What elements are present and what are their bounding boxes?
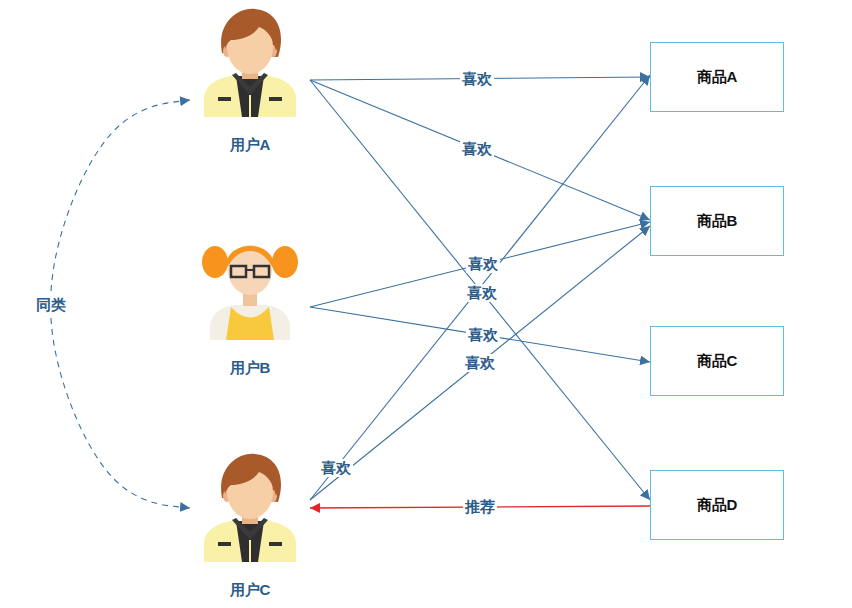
product-name: 商品C bbox=[697, 351, 738, 371]
edge-label: 喜欢 bbox=[460, 140, 494, 158]
product-box: 商品D bbox=[650, 470, 784, 540]
user-name: 用户C bbox=[230, 580, 271, 600]
user-node: 用户C bbox=[190, 450, 310, 600]
relation-arrow bbox=[310, 80, 650, 220]
product-name: 商品A bbox=[697, 67, 738, 87]
edge-label: 喜欢 bbox=[319, 459, 353, 477]
relation-arrow bbox=[310, 226, 650, 500]
relation-arrow bbox=[310, 222, 650, 307]
user-avatar bbox=[204, 454, 296, 562]
edge-label: 喜欢 bbox=[466, 255, 500, 273]
relation-arrow bbox=[310, 75, 650, 500]
product-box: 商品A bbox=[650, 42, 784, 112]
product-name: 商品B bbox=[697, 211, 738, 231]
user-node: 用户A bbox=[190, 5, 310, 155]
edge-label: 喜欢 bbox=[466, 326, 500, 344]
similarity-link bbox=[51, 100, 190, 508]
relation-arrow bbox=[310, 307, 650, 362]
edge-label: 同类 bbox=[34, 296, 68, 314]
relation-arrow bbox=[310, 506, 650, 508]
product-name: 商品D bbox=[697, 495, 738, 515]
user-avatar bbox=[204, 9, 296, 117]
edge-label: 喜欢 bbox=[460, 70, 494, 88]
relation-arrow bbox=[310, 77, 650, 80]
user-name: 用户B bbox=[230, 358, 271, 378]
product-box: 商品B bbox=[650, 186, 784, 256]
edge-label: 推荐 bbox=[463, 498, 497, 516]
user-node: 用户B bbox=[190, 228, 310, 378]
product-box: 商品C bbox=[650, 326, 784, 396]
user-name: 用户A bbox=[230, 135, 271, 155]
user-avatar bbox=[202, 245, 298, 340]
edge-label: 喜欢 bbox=[465, 284, 499, 302]
edge-label: 喜欢 bbox=[463, 354, 497, 372]
